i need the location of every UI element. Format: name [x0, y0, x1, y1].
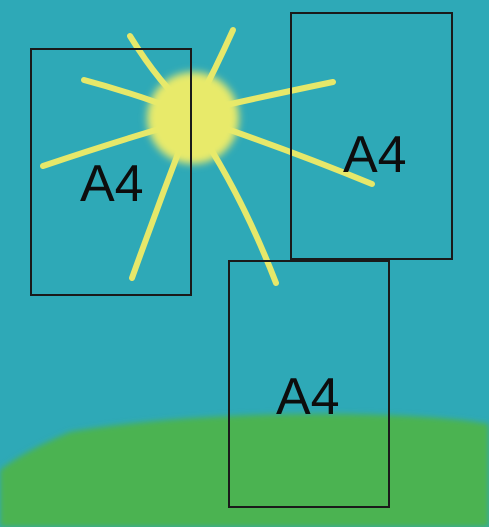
sheet-label: A4 [276, 368, 340, 426]
sun [147, 72, 239, 164]
grass-hill [0, 414, 489, 527]
sheet-label: A4 [80, 155, 144, 213]
sheet-label: A4 [343, 126, 407, 184]
a4-sheet: A4 [228, 260, 390, 508]
a4-sheet: A4 [290, 12, 453, 260]
a4-sheet: A4 [30, 48, 192, 296]
